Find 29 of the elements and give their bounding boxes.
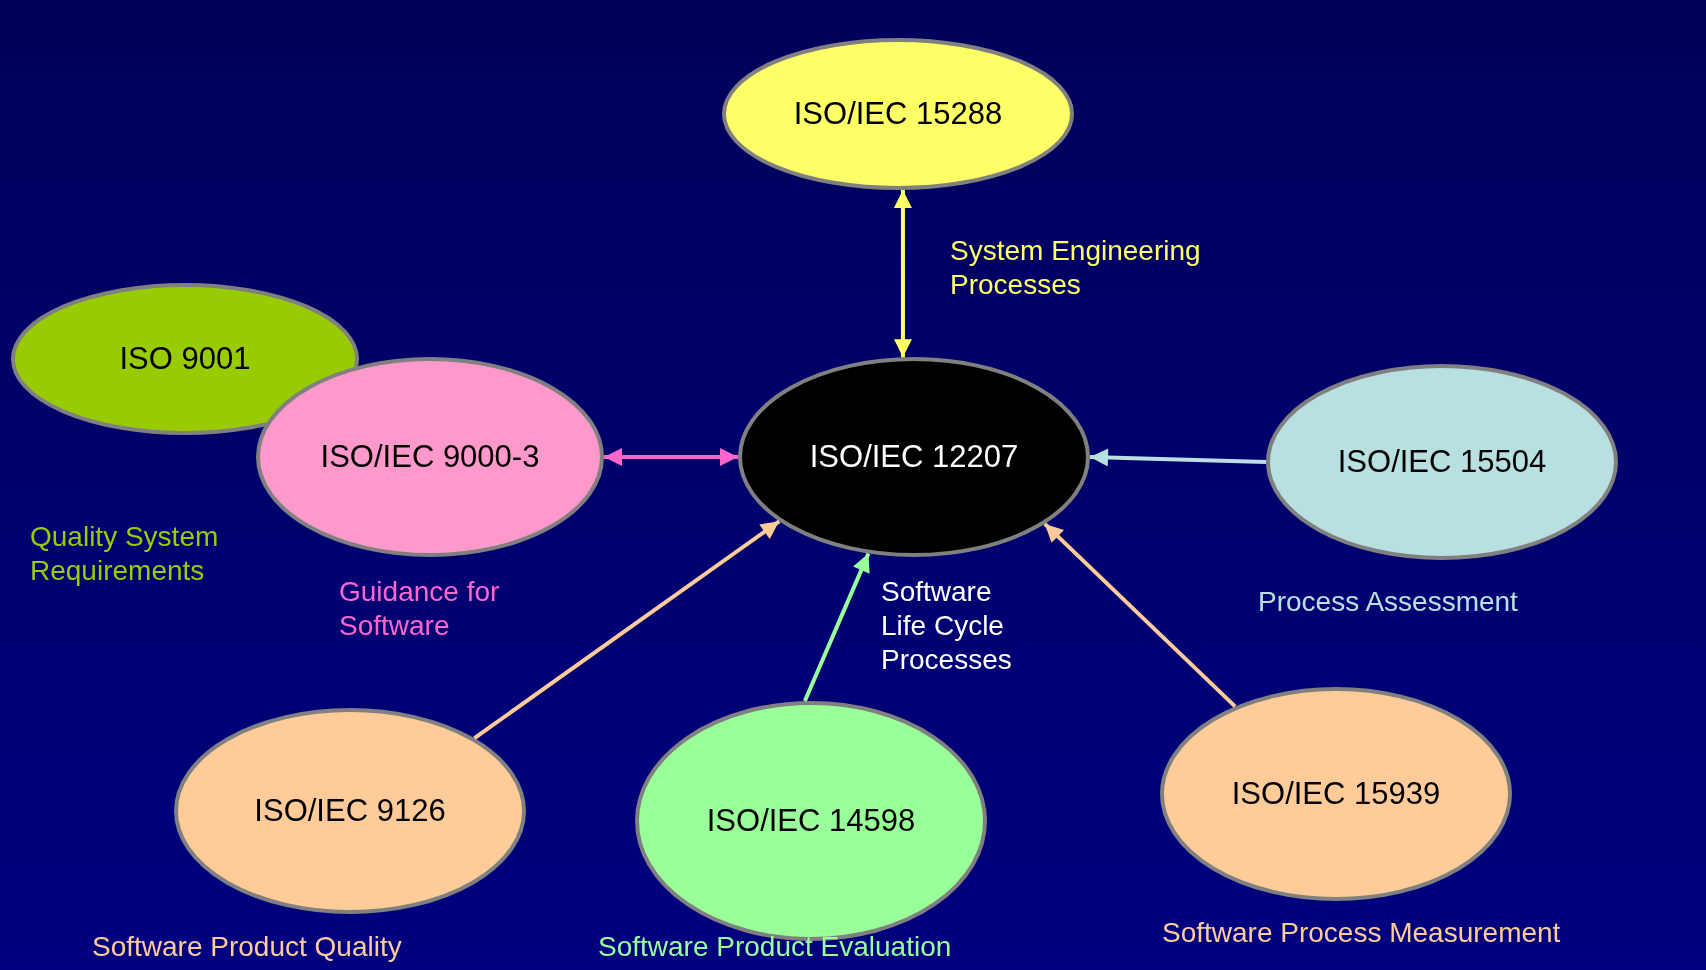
node-label: ISO/IEC 9126 bbox=[253, 793, 447, 829]
ellipse-node bbox=[1160, 687, 1512, 901]
caption-text: Software Product Evaluation bbox=[598, 930, 952, 964]
arrow bbox=[893, 189, 912, 358]
node-label: ISO/IEC 9000-3 bbox=[319, 439, 541, 475]
node-label: ISO/IEC 14598 bbox=[705, 803, 917, 839]
ellipse-node bbox=[11, 283, 359, 435]
caption-text: Process Assessment bbox=[1258, 585, 1518, 619]
node-label: ISO/IEC 15504 bbox=[1336, 444, 1548, 480]
arrow bbox=[803, 552, 871, 702]
ellipse-node bbox=[256, 357, 604, 557]
arrow bbox=[1089, 448, 1267, 467]
caption-text: Guidance for Software bbox=[339, 575, 501, 644]
node-label: ISO 9001 bbox=[118, 341, 252, 377]
caption-text: System Engineering Processes bbox=[950, 234, 1202, 303]
arrow bbox=[473, 519, 781, 740]
arrow bbox=[1043, 522, 1237, 708]
ellipse-node bbox=[174, 708, 526, 914]
caption-text: Software Life Cycle Processes bbox=[881, 575, 1013, 678]
ellipse-node bbox=[738, 357, 1090, 557]
ellipse-node bbox=[1266, 364, 1618, 560]
node-label: ISO/IEC 15288 bbox=[792, 96, 1004, 132]
arrow bbox=[604, 448, 738, 466]
node-label: ISO/IEC 15939 bbox=[1230, 776, 1442, 812]
caption-text: Quality System Requirements bbox=[30, 520, 220, 589]
caption-text: Software Process Measurement bbox=[1162, 916, 1561, 950]
ellipse-node bbox=[722, 38, 1074, 190]
caption-text: Software Product Quality bbox=[92, 930, 402, 964]
node-label: ISO/IEC 12207 bbox=[808, 439, 1020, 475]
